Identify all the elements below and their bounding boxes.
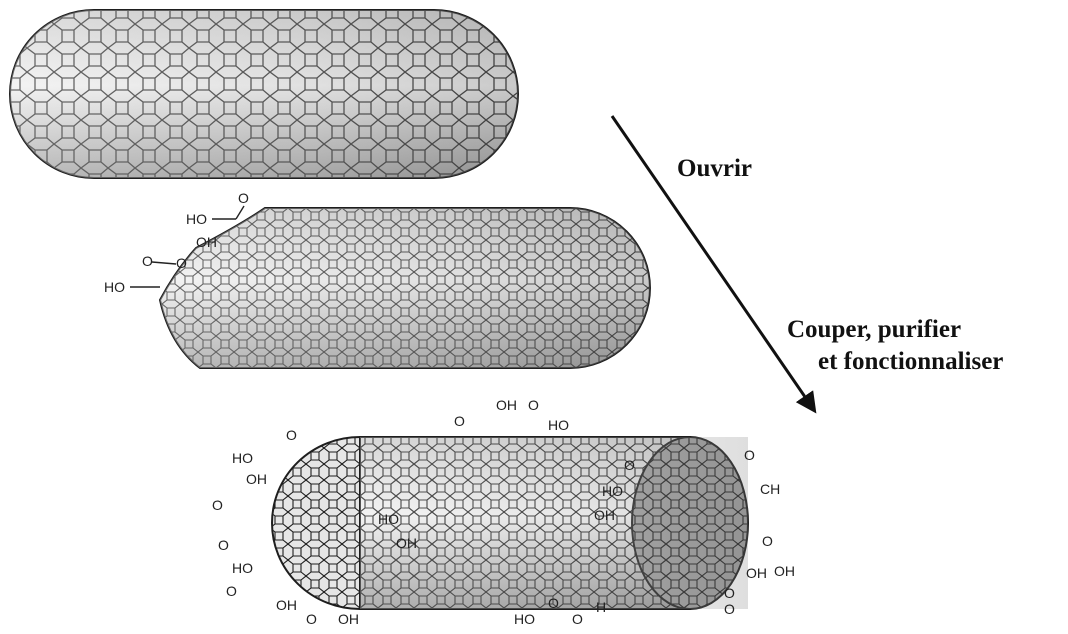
- svg-text:OH: OH: [276, 597, 297, 613]
- svg-text:CH: CH: [760, 481, 780, 497]
- svg-text:O: O: [744, 447, 755, 463]
- svg-text:HO: HO: [548, 417, 569, 433]
- functionalized-nanotube: HO O OH O O HO O OH O OH O OH O HO O CH …: [212, 397, 795, 627]
- svg-text:HO: HO: [104, 279, 125, 295]
- svg-text:HO: HO: [186, 211, 207, 227]
- svg-text:O: O: [454, 413, 465, 429]
- svg-text:OH: OH: [774, 563, 795, 579]
- svg-text:O: O: [238, 190, 249, 206]
- svg-text:O: O: [572, 611, 583, 627]
- svg-text:O: O: [548, 595, 559, 611]
- svg-text:HO: HO: [378, 511, 399, 527]
- svg-text:O: O: [218, 537, 229, 553]
- label-ouvrir: Ouvrir: [677, 155, 752, 182]
- svg-text:O: O: [286, 427, 297, 443]
- svg-text:O: O: [528, 397, 539, 413]
- label-couper-line2: et fonctionnaliser: [818, 348, 1003, 375]
- svg-text:O: O: [142, 253, 153, 269]
- svg-text:O: O: [624, 457, 635, 473]
- svg-text:OH: OH: [196, 234, 217, 250]
- svg-text:O: O: [306, 611, 317, 627]
- svg-text:O: O: [212, 497, 223, 513]
- svg-text:O: O: [226, 583, 237, 599]
- svg-text:O: O: [762, 533, 773, 549]
- svg-text:OH: OH: [746, 565, 767, 581]
- svg-text:O: O: [724, 601, 735, 617]
- svg-text:OH: OH: [338, 611, 359, 627]
- svg-text:O: O: [724, 585, 735, 601]
- svg-text:H: H: [596, 599, 606, 615]
- svg-text:OH: OH: [594, 507, 615, 523]
- svg-text:OH: OH: [246, 471, 267, 487]
- svg-text:HO: HO: [514, 611, 535, 627]
- svg-text:O: O: [176, 255, 187, 271]
- svg-text:HO: HO: [232, 450, 253, 466]
- opened-nanotube: HO O OH O O HO: [104, 190, 650, 368]
- label-couper-line1: Couper, purifier: [787, 316, 961, 343]
- svg-text:HO: HO: [232, 560, 253, 576]
- svg-text:OH: OH: [396, 535, 417, 551]
- svg-text:HO: HO: [602, 483, 623, 499]
- svg-text:OH: OH: [496, 397, 517, 413]
- closed-nanotube: [10, 10, 518, 178]
